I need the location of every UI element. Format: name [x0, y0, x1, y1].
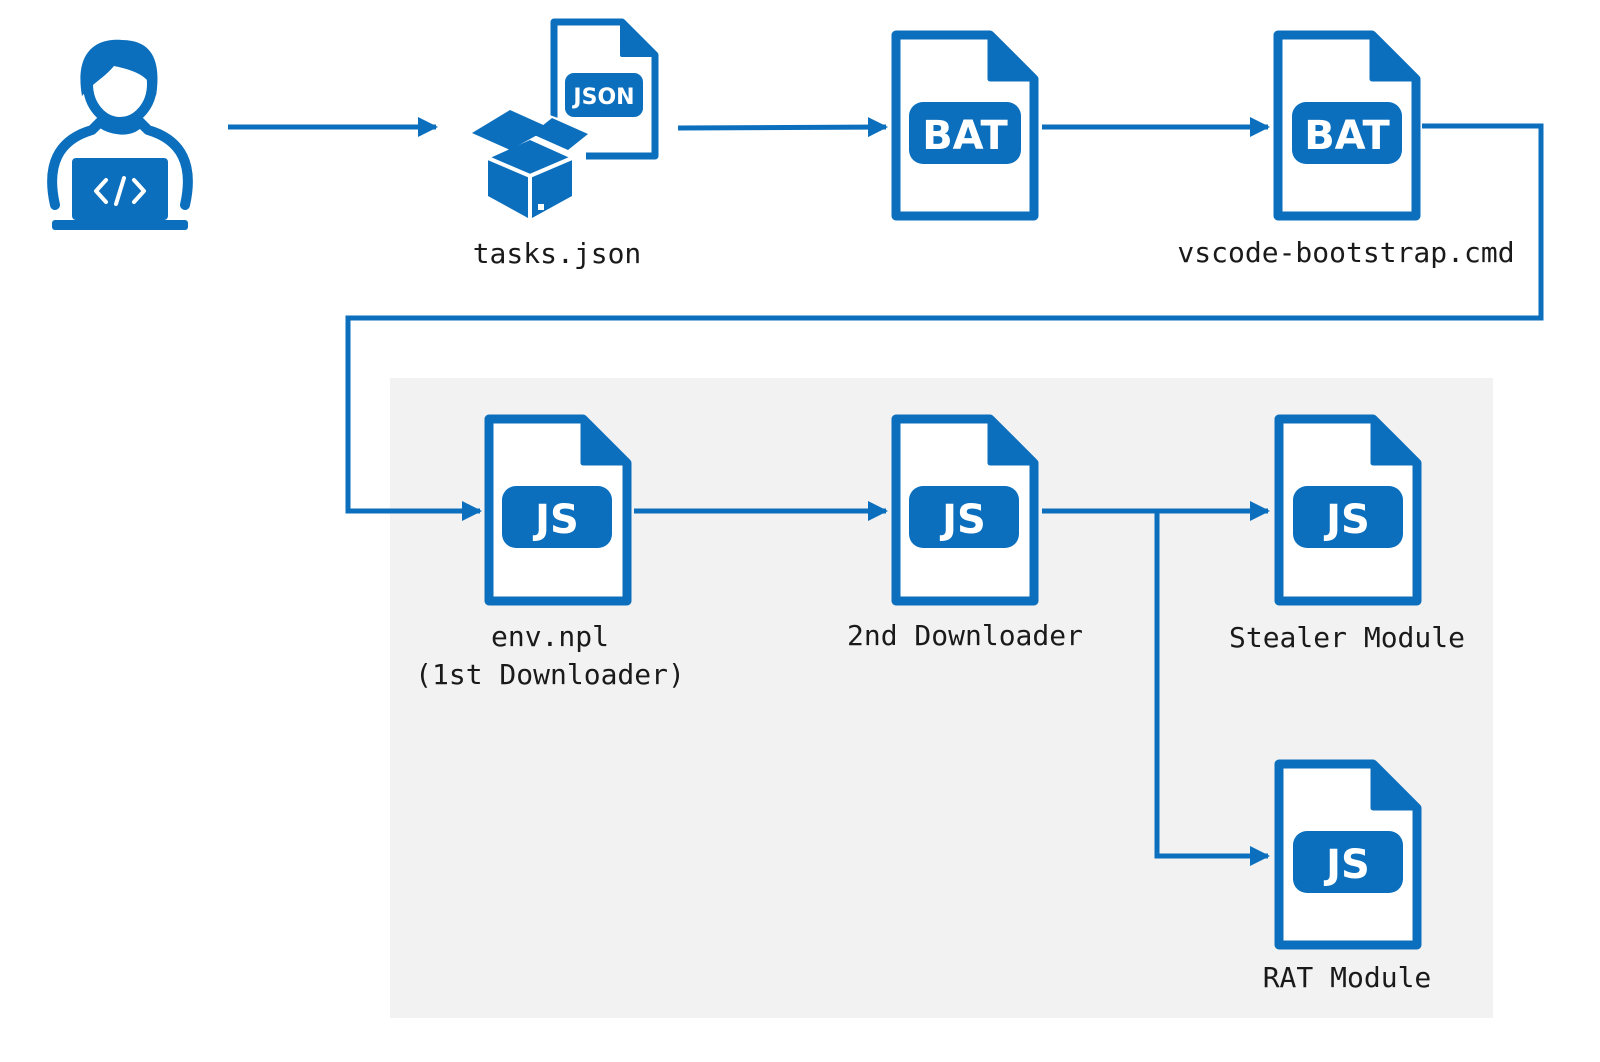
bat-badge-text: BAT — [922, 113, 1008, 159]
stealer-module-label: Stealer Module — [1229, 621, 1465, 654]
js-badge-text: JS — [939, 497, 986, 543]
js-badge-text: JS — [532, 497, 579, 543]
rat-module-label: RAT Module — [1263, 961, 1432, 994]
second-downloader-label: 2nd Downloader — [847, 619, 1083, 652]
package-json-icon: JSON — [472, 18, 659, 222]
vscode-bootstrap-label: vscode-bootstrap.cmd — [1177, 236, 1514, 269]
arrow-tasks-to-bat1 — [677, 117, 888, 138]
bat-badge-text: BAT — [1304, 113, 1390, 159]
js-badge-text: JS — [1323, 497, 1370, 543]
arrow-downloader2-to-rat — [1154, 511, 1270, 866]
connectors — [228, 117, 1544, 866]
first-downloader-label: (1st Downloader) — [415, 658, 685, 691]
arrow-bat2-to-env-npl — [345, 123, 1544, 521]
bat-file-icon: BAT — [891, 30, 1039, 221]
js-file-icon: JS — [1274, 759, 1422, 950]
developer-laptop-icon — [47, 39, 193, 230]
json-badge-text: JSON — [571, 85, 634, 110]
js-file-icon: JS — [484, 414, 632, 606]
js-file-icon: JS — [891, 414, 1039, 606]
bat-file-icon: BAT — [1273, 30, 1421, 221]
js-file-icon: JS — [1274, 414, 1422, 606]
js-badge-text: JS — [1323, 842, 1370, 888]
env-npl-label: env.npl — [491, 620, 609, 653]
tasks-json-label: tasks.json — [473, 237, 642, 270]
